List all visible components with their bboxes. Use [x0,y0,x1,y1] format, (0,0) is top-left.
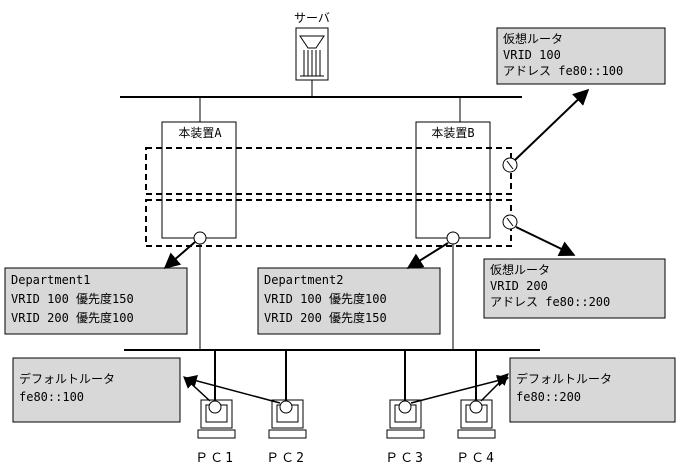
device-b: 本装置B [415,121,491,239]
vrid200-marker-icon [502,214,518,230]
vrid100-marker-icon [502,157,518,173]
pc3-interface-icon [398,400,412,414]
pc1-interface-icon [208,400,222,414]
callout-line: 仮想ルータ [503,31,563,46]
arrow-pc2-to-default-router [184,374,281,404]
arrow-to-department2 [406,242,449,269]
callout-line: fe80::200 [516,390,581,404]
callout-line: VRID 200 優先度150 [264,310,387,325]
arrow-to-vr200 [515,226,576,256]
callout-line: アドレス fe80::200 [490,295,610,309]
callout-line: fe80::100 [19,390,84,404]
arrow-to-vr100 [514,88,590,161]
callout-line: Department1 [11,273,90,287]
callout-department2: Department2 VRID 100 優先度100 VRID 200 優先度… [257,267,441,335]
callout-line: VRID 200 優先度100 [11,310,134,325]
device-a-interface-icon [193,231,207,245]
pc3-label: ＰＣ3 [385,451,425,466]
server-label: サーバ [294,11,330,25]
callout-virtual-router-200: 仮想ルータ VRID 200 アドレス fe80::200 [483,258,666,319]
callout-line: アドレス fe80::100 [503,64,623,78]
pc4-label: ＰＣ4 [456,451,496,466]
device-b-label: 本装置B [431,126,474,140]
server-icon-detail [299,35,325,77]
pc3: ＰＣ3 [385,399,425,466]
callout-line: VRID 200 [490,279,548,293]
server: サーバ [294,11,330,97]
callout-department1: Department1 VRID 100 優先度150 VRID 200 優先度… [4,267,188,335]
callout-line: デフォルトルータ [19,371,115,386]
pc2-interface-icon [279,400,293,414]
callout-line: VRID 100 優先度100 [264,291,387,306]
pc2: ＰＣ2 [266,399,307,466]
arrow-pc3-to-default-router [410,374,510,404]
pc2-label: ＰＣ2 [266,451,306,466]
callout-line: デフォルトルータ [516,371,612,386]
device-a-box [161,121,237,239]
callout-default-router-left: デフォルトルータ fe80::100 [12,357,181,423]
arrow-to-department1 [163,241,196,270]
device-a: 本装置A [161,121,237,239]
device-b-interface-icon [446,231,460,245]
callout-line: Department2 [264,273,343,287]
pc1-label: ＰＣ1 [195,451,235,466]
device-b-box [415,121,491,239]
callout-line: VRID 100 [503,48,561,62]
virtual-router-group-vrid200 [145,199,512,247]
callout-line: VRID 100 優先度150 [11,291,134,306]
callout-virtual-router-100: 仮想ルータ VRID 100 アドレス fe80::100 [496,27,666,85]
pc1: ＰＣ1 [195,399,236,466]
device-a-label: 本装置A [178,126,222,140]
virtual-router-group-vrid100 [145,147,512,195]
pc4: ＰＣ4 [456,399,496,466]
arrow-pc4-to-default-router [480,373,509,402]
callout-line: 仮想ルータ [490,262,550,277]
pc4-interface-icon [469,400,483,414]
callout-default-router-right: デフォルトルータ fe80::200 [509,357,676,423]
